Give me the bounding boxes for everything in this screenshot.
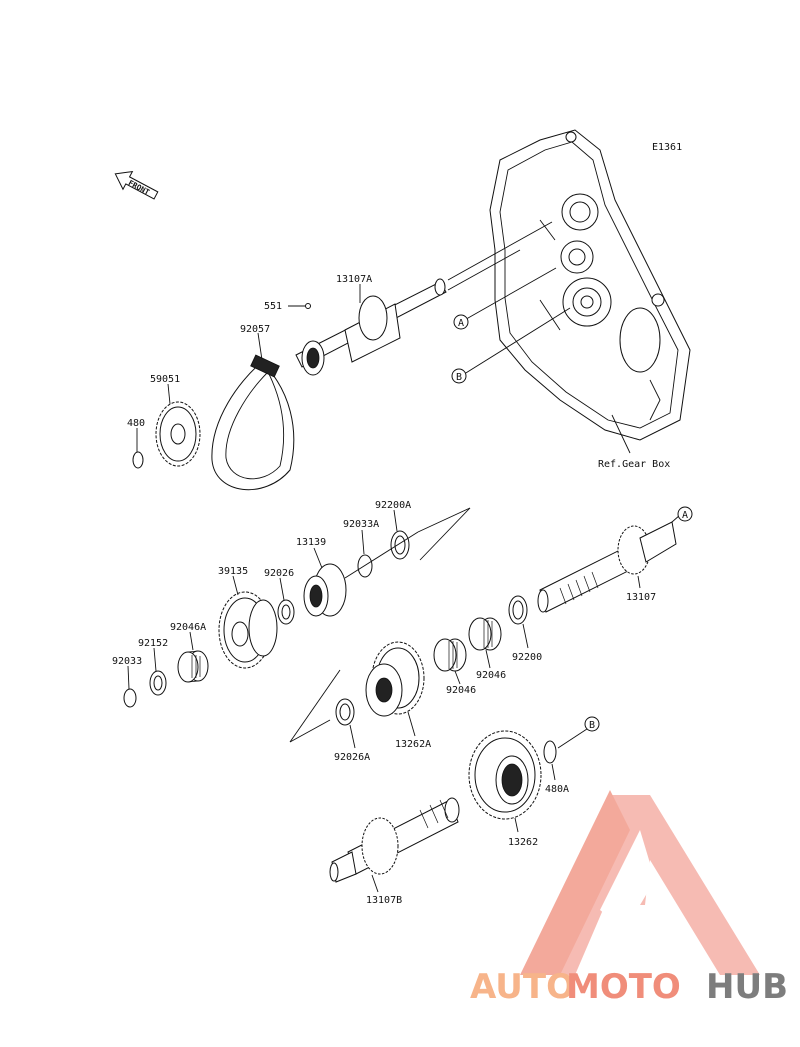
label-13107B: 13107B [366,895,402,906]
front-arrow-icon: FRONT [114,170,159,200]
label-13262: 13262 [508,837,538,848]
marker-b-shaft: B [584,716,600,732]
svg-text:B: B [589,720,595,731]
label-92152: 92152 [138,638,168,649]
marker-b-gearbox: B [451,368,467,384]
label-92046-right: 92046 [476,670,506,681]
dog-clutch-13139 [303,563,347,617]
circlip-480 [132,451,144,469]
bearing-92046A [177,650,209,683]
label-92046A: 92046A [170,622,206,633]
gear-13262 [468,730,542,820]
marker-a-shaft: A [677,506,693,522]
watermark-logo [520,790,760,975]
washer-92200A [390,530,410,560]
gear-13262A [365,641,425,717]
label-13139: 13139 [296,537,326,548]
shaft-13107A [295,278,447,376]
svg-text:B: B [456,372,462,383]
label-551: 551 [264,301,282,312]
label-13262A: 13262A [395,739,431,750]
chain-92057 [211,354,295,491]
svg-text:A: A [458,318,464,329]
diagram-code: E1361 [652,142,682,153]
front-label: FRONT [127,178,152,197]
marker-a-gearbox: A [453,314,469,330]
svg-text:MOTO: MOTO [566,967,681,1007]
label-92057: 92057 [240,324,270,335]
washer-92200 [508,595,528,625]
label-92200: 92200 [512,652,542,663]
circlip-92033A [357,554,373,578]
label-92026A: 92026A [334,752,370,763]
ref-gear-box-label: Ref.Gear Box [598,459,670,470]
svg-text:AUTO: AUTO [470,967,575,1007]
label-480: 480 [127,418,145,429]
washer-92026A [335,698,355,726]
label-13107: 13107 [626,592,656,603]
bearing-92046-left [433,638,467,672]
shaft-13107B [329,797,460,883]
label-92046-left: 92046 [446,685,476,696]
label-92200A: 92200A [375,500,411,511]
gear-box-case [489,129,691,441]
sprocket-59051 [155,401,201,467]
label-480A: 480A [545,784,569,795]
label-39135: 39135 [218,566,248,577]
label-92033: 92033 [112,656,142,667]
svg-text:HUB: HUB [706,967,788,1007]
washer-92026 [277,599,295,625]
circlip-92033 [123,688,137,708]
label-92033A: 92033A [343,519,379,530]
label-92026: 92026 [264,568,294,579]
shaft-13107 [537,521,677,613]
bearing-92046-right [468,617,502,651]
label-59051: 59051 [150,374,180,385]
gear-39135 [218,591,278,669]
collar-92152 [149,670,167,696]
label-13107A: 13107A [336,274,372,285]
circlip-480A [543,740,557,764]
svg-text:A: A [682,510,688,521]
watermark-text: AUTO MOTO HUB [470,967,788,1007]
